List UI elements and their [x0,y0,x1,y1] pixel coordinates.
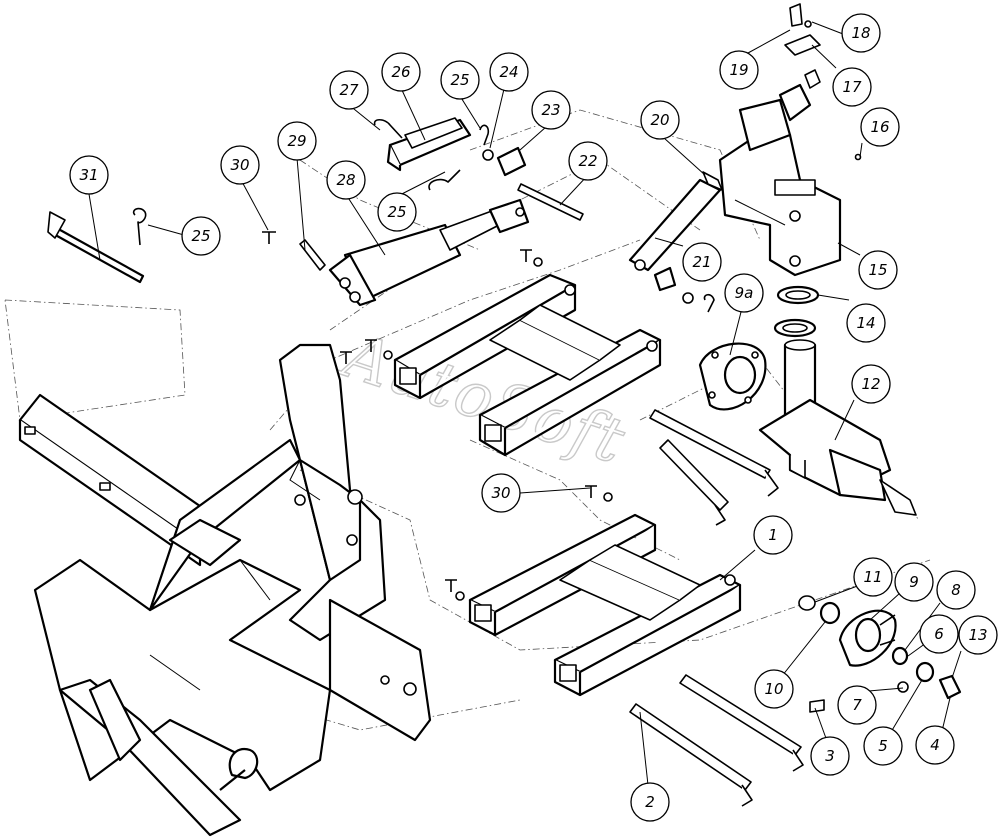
callout-17: 17 [832,67,872,107]
locking-rod-31 [47,207,147,284]
callout-5: 5 [863,726,903,766]
callout-24: 24 [489,52,529,92]
lower-link-arm [468,513,742,697]
svg-text:29: 29 [287,132,306,150]
svg-text:9a: 9a [735,284,754,302]
svg-text:24: 24 [499,63,518,81]
svg-text:20: 20 [650,111,669,129]
callout-2: 2 [630,782,670,822]
pins [629,409,804,807]
svg-text:18: 18 [851,24,870,42]
callout-9a: 9a [724,273,764,313]
callout-1: 1 [753,515,793,555]
svg-text:7: 7 [852,696,862,714]
fasteners [340,249,613,601]
svg-text:15: 15 [868,261,887,279]
callout-13: 13 [958,615,998,655]
hub-9a [698,342,767,411]
callout-12: 12 [851,364,891,404]
svg-text:25: 25 [450,71,469,89]
callout-11: 11 [853,557,893,597]
callout-25: 25 [181,216,221,256]
knuckle-housing-15 [718,3,862,277]
callout-31: 31 [69,155,109,195]
callout-23: 23 [531,90,571,130]
svg-text:30: 30 [491,484,510,502]
svg-text:4: 4 [930,736,940,754]
svg-text:21: 21 [692,253,711,271]
upper-link-arm [393,273,662,457]
callout-26: 26 [381,52,421,92]
callout-16: 16 [860,107,900,147]
svg-text:5: 5 [878,737,888,755]
callout-28: 28 [326,160,366,200]
svg-text:12: 12 [861,375,880,393]
svg-text:14: 14 [856,314,875,332]
hydraulic-cylinder-28 [262,198,530,307]
callout-6: 6 [919,614,959,654]
callout-14: 14 [846,303,886,343]
svg-text:23: 23 [541,101,560,119]
svg-text:10: 10 [764,680,783,698]
svg-text:6: 6 [934,625,944,643]
callout-19: 19 [719,50,759,90]
callout-8: 8 [936,570,976,610]
svg-text:17: 17 [842,78,862,96]
spindle-12 [758,285,917,516]
callout-22: 22 [568,141,608,181]
callout-4: 4 [915,725,955,765]
callout-15: 15 [858,250,898,290]
svg-text:28: 28 [336,171,355,189]
svg-text:22: 22 [578,152,597,170]
callout-21: 21 [682,242,722,282]
callout-30: 30 [220,145,260,185]
callout-27: 27 [329,70,369,110]
svg-text:3: 3 [825,747,835,765]
callout-9: 9 [894,562,934,602]
svg-text:11: 11 [863,568,882,586]
callout-30: 30 [481,473,521,513]
svg-text:8: 8 [951,581,961,599]
svg-text:1: 1 [768,526,778,544]
svg-text:26: 26 [391,63,410,81]
svg-text:13: 13 [968,626,987,644]
svg-text:27: 27 [339,81,359,99]
callout-layer: 31 25 30 29 28 27 26 25 25 24 23 22 20 2… [69,13,998,822]
callout-25: 25 [440,60,480,100]
main-frame [18,343,432,837]
swing-arm-21 [628,171,723,313]
callout-20: 20 [640,100,680,140]
callout-18: 18 [841,13,881,53]
svg-text:31: 31 [79,166,98,184]
svg-text:30: 30 [230,156,249,174]
svg-text:25: 25 [387,203,406,221]
callout-10: 10 [754,669,794,709]
svg-text:16: 16 [870,118,889,136]
callout-25: 25 [377,192,417,232]
svg-text:19: 19 [729,61,748,79]
hub-assembly [798,595,962,713]
callout-3: 3 [810,736,850,776]
svg-text:9: 9 [909,573,919,591]
callout-7: 7 [837,685,877,725]
svg-text:25: 25 [191,227,210,245]
callout-29: 29 [277,121,317,161]
svg-text:2: 2 [645,793,655,811]
bracket-26 [373,117,584,221]
